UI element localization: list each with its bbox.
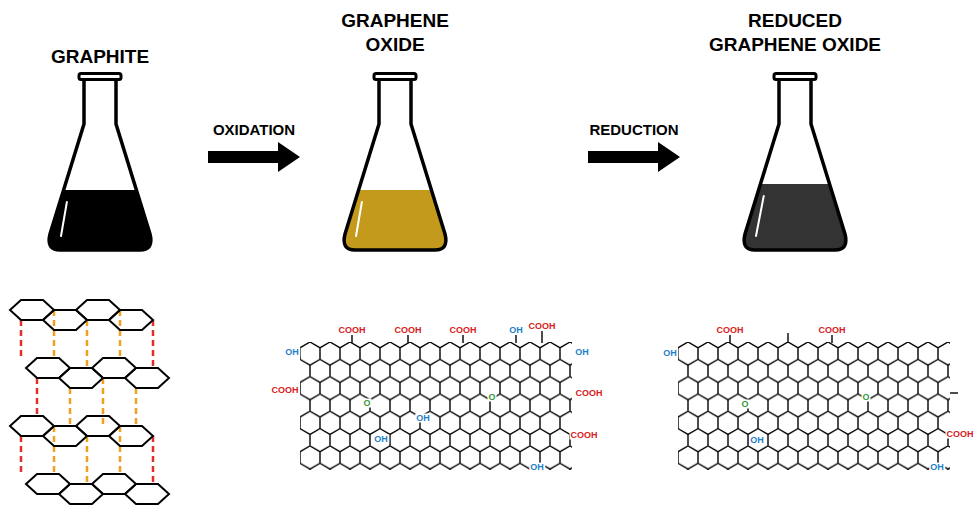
process-arrow — [208, 142, 300, 172]
flask-liquid — [49, 190, 151, 250]
erlenmeyer-flask — [339, 72, 451, 254]
functional-group-label: OH — [929, 463, 945, 472]
flask-liquid — [344, 190, 446, 250]
functional-group-label: COOH — [570, 431, 599, 440]
functional-group-label: COOH — [528, 322, 557, 331]
flask-lip — [774, 74, 816, 80]
arrow-label: OXIDATION — [211, 121, 297, 139]
functional-group-label: OH — [529, 463, 545, 472]
glass-reflection — [356, 202, 362, 236]
arrow-label: REDUCTION — [587, 121, 680, 139]
group-bonds — [730, 333, 958, 393]
erlenmeyer-flask — [739, 72, 851, 254]
flask-title-text: GRAPHITE — [30, 45, 170, 70]
flask-title: GRAPHENE OXIDE — [330, 9, 460, 58]
interlayer-bonds — [21, 310, 153, 484]
functional-group-label: COOH — [575, 389, 604, 398]
flask-title: GRAPHITE — [30, 45, 170, 70]
functional-group-label: OH — [284, 348, 300, 357]
functional-group-label: OH — [574, 348, 590, 357]
functional-group-label: OH — [415, 414, 431, 423]
functional-group-label: COOH — [946, 430, 975, 439]
flask-title-text: GRAPHENE OXIDE — [330, 9, 460, 58]
graphite-layers — [10, 300, 169, 504]
flask-title: REDUCED GRAPHENE OXIDE — [700, 9, 890, 58]
functional-group-label: COOH — [338, 326, 367, 335]
reduced-graphene-oxide-lattice — [678, 342, 950, 470]
glass-reflection — [61, 202, 67, 236]
functional-group-label: COOH — [818, 326, 847, 335]
functional-group-label: OH — [749, 436, 765, 445]
flask-title-text: REDUCED GRAPHENE OXIDE — [700, 9, 890, 58]
flask-outline — [344, 79, 446, 250]
erlenmeyer-flask — [44, 72, 156, 254]
flask-lip — [79, 74, 121, 80]
flask-outline — [49, 79, 151, 250]
flask-lip — [374, 74, 416, 80]
functional-group-label: COOH — [716, 326, 745, 335]
functional-group-label: O — [487, 393, 496, 402]
flask-node: GRAPHITE — [44, 72, 156, 254]
flask-outline — [744, 79, 846, 250]
functional-group-label: O — [861, 393, 870, 402]
process-arrow — [588, 142, 680, 172]
functional-group-label: COOH — [394, 326, 423, 335]
flask-liquid — [744, 184, 846, 250]
functional-group-label: COOH — [449, 326, 478, 335]
graphene-oxide-lattice — [300, 342, 572, 470]
flask-node: REDUCED GRAPHENE OXIDE — [739, 72, 851, 254]
functional-group-label: OH — [373, 435, 389, 444]
functional-group-label: O — [362, 399, 371, 408]
glass-reflection — [756, 196, 764, 236]
flask-node: GRAPHENE OXIDE — [339, 72, 451, 254]
functional-group-label: OH — [662, 349, 678, 358]
functional-group-label: OH — [508, 326, 524, 335]
functional-group-label: COOH — [271, 386, 300, 395]
functional-group-label: O — [740, 400, 749, 409]
